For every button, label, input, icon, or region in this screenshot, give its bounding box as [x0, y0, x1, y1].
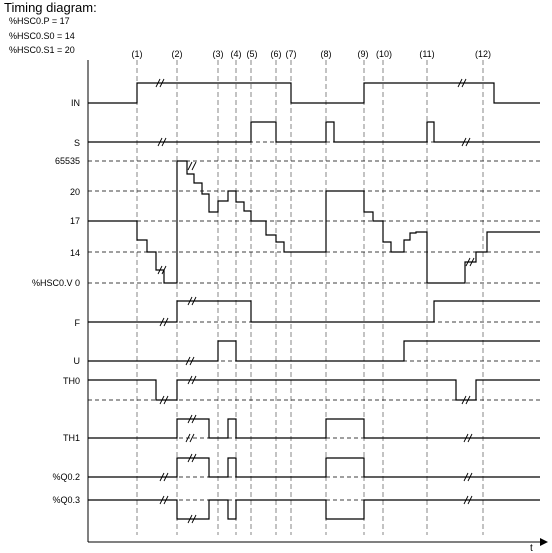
break-q03-1 [159, 495, 169, 505]
time-break-marks [155, 78, 475, 524]
break-counter-3 [465, 257, 475, 267]
waveform-q02 [88, 457, 540, 478]
break-th0-1 [159, 395, 169, 405]
event-marker-labels: (1) (2) (3) (4) (5) (6) (7) (8) (9) (10)… [132, 49, 492, 59]
break-counter-2 [187, 161, 197, 171]
event-label-11: (11) [419, 49, 434, 59]
waveform-th0 [88, 379, 540, 401]
waveform-u [88, 340, 540, 362]
break-th1-3 [463, 433, 473, 443]
signal-label-th1: TH1 [63, 433, 80, 443]
break-s-1 [157, 137, 167, 147]
event-label-3: (3) [213, 49, 224, 59]
waveform-in [88, 82, 540, 104]
break-q02-2 [187, 453, 197, 463]
event-label-8: (8) [321, 49, 332, 59]
param-threshold-s0: %HSC0.S0 = 14 [9, 31, 75, 41]
waveform-th1 [88, 418, 540, 439]
break-th1-2 [187, 414, 197, 424]
break-u-1 [185, 356, 195, 366]
break-q02-1 [159, 472, 169, 482]
waveform-counter-value [88, 160, 540, 284]
diagram-title: Timing diagram: [4, 0, 97, 15]
break-th1-1 [185, 433, 195, 443]
event-label-12: (12) [475, 49, 491, 59]
signal-label-in: IN [71, 98, 80, 108]
signal-label-th0: TH0 [63, 376, 80, 386]
event-label-10: (10) [376, 49, 392, 59]
level-label-14: 14 [70, 248, 80, 258]
waveform-q03 [88, 499, 540, 520]
event-label-2: (2) [172, 49, 183, 59]
signal-label-u: U [74, 356, 81, 366]
event-label-4: (4) [231, 49, 242, 59]
level-label-20: 20 [70, 187, 80, 197]
level-label-65535: 65535 [55, 156, 80, 166]
waveform-s [88, 121, 540, 143]
signal-label-s: S [74, 138, 80, 148]
break-s-2 [461, 137, 471, 147]
break-f-1 [159, 317, 169, 327]
level-label-17: 17 [70, 216, 80, 226]
param-preset: %HSC0.P = 17 [9, 16, 70, 26]
break-counter-1 [157, 265, 167, 275]
param-threshold-s1: %HSC0.S1 = 20 [9, 45, 75, 55]
break-q03-2 [187, 514, 197, 524]
signal-label-f: F [75, 318, 81, 328]
signal-labels: IN S F U TH0 TH1 %Q0.2 %Q0.3 [52, 98, 80, 505]
break-in-2 [457, 78, 467, 88]
waveform-f [88, 300, 540, 323]
break-th0-3 [461, 395, 471, 405]
level-label-0: %HSC0.V 0 [32, 278, 80, 288]
break-q03-3 [463, 495, 473, 505]
reference-lines [88, 141, 540, 501]
signal-label-q02: %Q0.2 [52, 472, 80, 482]
event-label-9: (9) [358, 49, 369, 59]
signal-label-q03: %Q0.3 [52, 495, 80, 505]
event-label-6: (6) [271, 49, 282, 59]
break-q02-3 [463, 472, 473, 482]
event-label-7: (7) [286, 49, 297, 59]
time-axis-label: t [530, 543, 533, 553]
event-label-1: (1) [132, 49, 143, 59]
time-axis-arrow [540, 538, 548, 546]
break-f-2 [187, 296, 197, 306]
event-label-5: (5) [247, 49, 258, 59]
event-marker-lines [136, 60, 484, 535]
counter-level-labels: 65535 20 17 14 %HSC0.V 0 [32, 156, 80, 288]
break-in-1 [155, 78, 165, 88]
break-th0-2 [187, 375, 197, 385]
